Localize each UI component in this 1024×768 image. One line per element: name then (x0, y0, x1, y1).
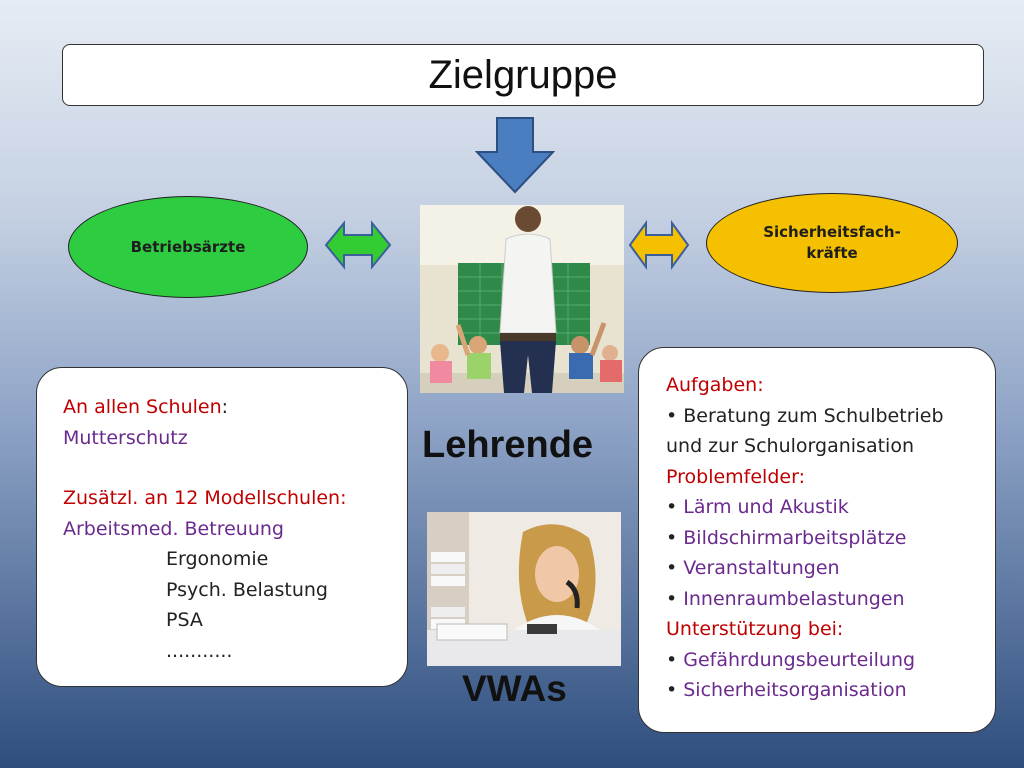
left-box-mutterschutz: Mutterschutz (63, 426, 188, 449)
page-title: Zielgruppe (428, 52, 618, 97)
double-arrow-yellow-icon (628, 220, 690, 270)
left-box-item: PSA (166, 609, 203, 631)
office-worker-image (427, 512, 621, 666)
problem-item: Innenraumbelastungen (666, 584, 995, 615)
sicherheitsfachkraefte-label-line1: Sicherheitsfach- (763, 223, 901, 241)
arrow-down-icon (475, 117, 555, 194)
left-box-item: Psych. Belastung (166, 578, 328, 601)
teacher-classroom-image (420, 205, 624, 393)
sicherheitsfachkraefte-label-line2: kräfte (806, 244, 858, 262)
problem-item: Bildschirmarbeitsplätze (666, 523, 995, 554)
left-box-colon: : (221, 396, 229, 418)
right-info-box: Aufgaben: Beratung zum Schulbetrieb und … (638, 347, 996, 733)
vwas-label: VWAs (462, 668, 567, 709)
left-box-heading2: Zusätzl. an 12 Modellschulen: (63, 487, 347, 509)
left-box-item: ........... (166, 639, 233, 662)
left-box-arbeitsmed: Arbeitsmed. Betreuung (63, 517, 284, 540)
problem-item: Veranstaltungen (666, 553, 995, 584)
lehrende-label: Lehrende (422, 424, 594, 466)
problem-item: Lärm und Akustik (666, 492, 995, 523)
support-item: Gefährdungsbeurteilung (666, 645, 995, 676)
aufgaben-item-line2: und zur Schulorganisation (666, 435, 914, 457)
sicherheitsfachkraefte-ellipse: Sicherheitsfach- kräfte (706, 193, 958, 293)
double-arrow-green-icon (324, 220, 392, 270)
left-box-item: Ergonomie (166, 548, 269, 570)
betriebsaerzte-ellipse: Betriebsärzte (68, 196, 308, 298)
aufgaben-heading: Aufgaben: (666, 374, 764, 396)
betriebsaerzte-label: Betriebsärzte (130, 237, 246, 256)
left-box-heading1: An allen Schulen (63, 396, 222, 418)
problemfelder-heading: Problemfelder: (666, 465, 805, 488)
left-info-box: An allen Schulen: Mutterschutz Zusätzl. … (36, 367, 408, 687)
aufgaben-item-line1: Beratung zum Schulbetrieb (666, 401, 995, 432)
support-item: Sicherheitsorganisation (666, 675, 995, 706)
title-box: Zielgruppe (62, 44, 984, 106)
unterstuetzung-heading: Unterstützung bei: (666, 618, 844, 640)
left-box-line1: An allen Schulen: (63, 392, 407, 423)
